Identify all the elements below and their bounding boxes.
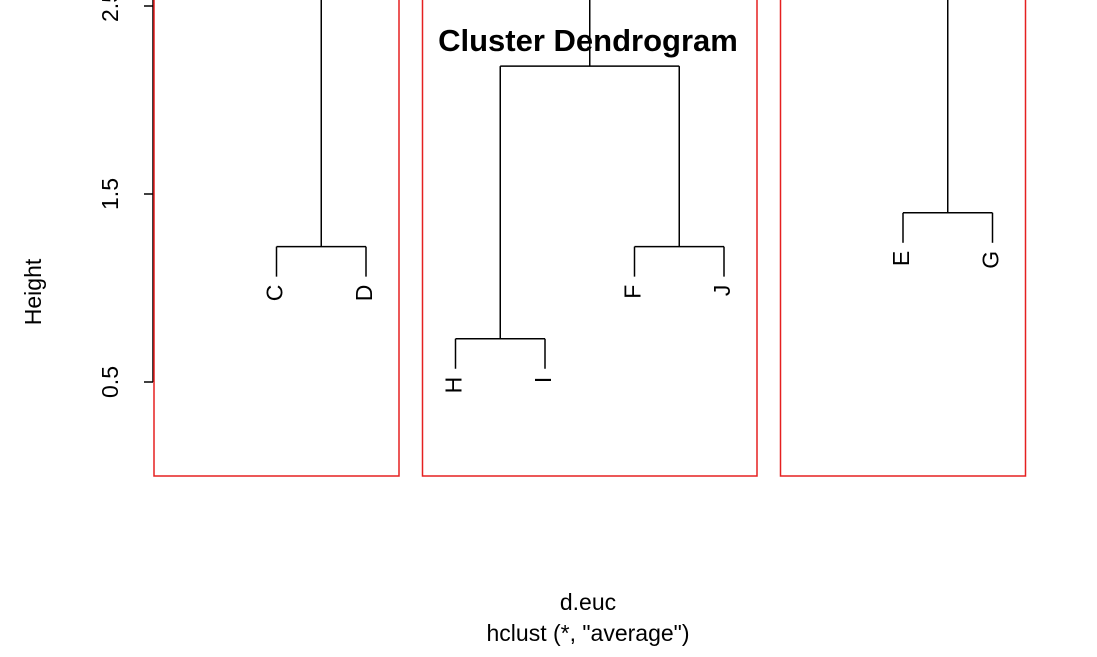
chart-title: Cluster Dendrogram xyxy=(438,23,738,58)
y-axis-label: Height xyxy=(20,258,46,325)
leaf-labels: ACDHIFJBEG xyxy=(262,251,1004,394)
y-tick-label: 2.5 xyxy=(97,0,123,22)
cluster-rect-2 xyxy=(421,0,758,477)
leaf-label-h: H xyxy=(441,377,467,394)
cluster-rectangles xyxy=(153,0,1027,477)
leaf-label-c: C xyxy=(262,285,288,302)
leaf-label-j: J xyxy=(709,285,735,297)
leaf-label-f: F xyxy=(620,285,646,299)
y-axis: 0.51.52.53.5 xyxy=(97,0,154,398)
leaf-label-g: G xyxy=(978,251,1004,269)
y-tick-label: 1.5 xyxy=(97,178,123,210)
method-subtitle: hclust (*, "average") xyxy=(487,620,690,646)
leaf-label-e: E xyxy=(888,251,914,266)
dendrogram-tree xyxy=(275,0,994,369)
leaf-label-i: I xyxy=(530,377,556,383)
cluster-rect-1 xyxy=(153,0,400,477)
y-tick-label: 0.5 xyxy=(97,366,123,398)
x-axis-label: d.euc xyxy=(560,589,616,615)
leaf-label-d: D xyxy=(351,285,377,302)
cluster-rect-3 xyxy=(779,0,1027,477)
